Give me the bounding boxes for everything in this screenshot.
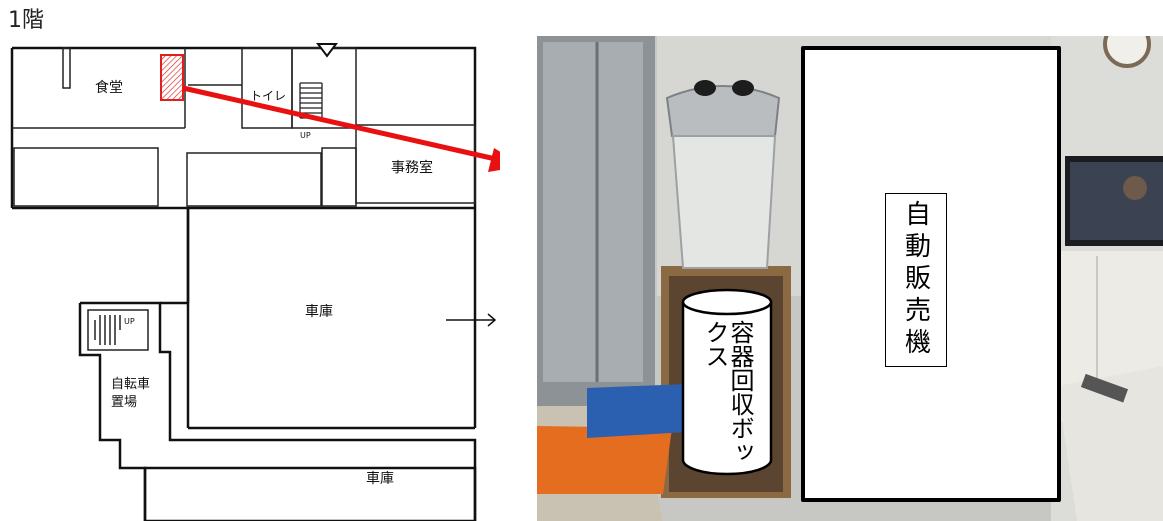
room-garage-lower: 車庫 (366, 470, 394, 487)
floor-plan: 食堂 トイレ 事務室 車庫 車庫 自転車 置場 UP UP (10, 43, 500, 521)
room-bicycle-parking-line1: 自転車 (111, 377, 150, 392)
vending-machine-label: 自動販売機 (885, 193, 947, 367)
entrance-marker (316, 43, 338, 58)
room-office: 事務室 (391, 159, 433, 176)
stairs-up-label: UP (300, 131, 311, 140)
room-cafeteria: 食堂 (95, 79, 123, 96)
room-toilet: トイレ (250, 89, 286, 103)
exit-arrow (446, 313, 497, 327)
container-box-label: 容器回収ボックス (701, 320, 754, 464)
container-recycle-box (681, 288, 773, 476)
room-garage-main: 車庫 (305, 303, 333, 320)
room-bicycle-parking-line2: 置場 (111, 395, 137, 410)
stairs-up-label-2: UP (124, 317, 135, 326)
pointer-arrow (182, 85, 500, 172)
floor-label: 1階 (8, 8, 44, 33)
vending-location-highlight (160, 54, 184, 101)
vending-area-photo: 自動販売機 容器回収ボックス (537, 36, 1163, 521)
